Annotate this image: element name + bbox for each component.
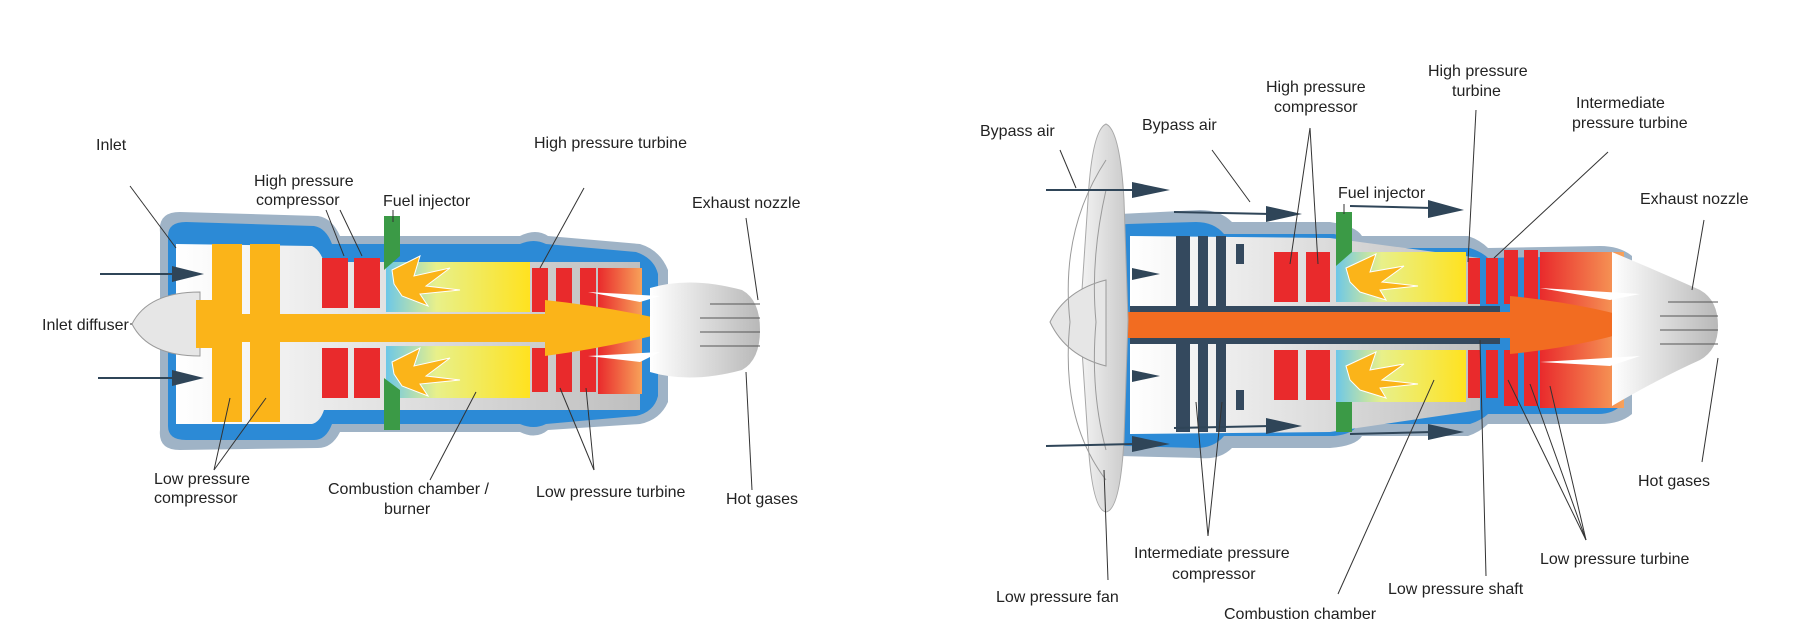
turbojet-engine: Inlet High pressure compressor Fuel inje…: [42, 135, 801, 518]
label-inlet: Inlet: [96, 137, 127, 154]
label-combustion-line1: Combustion chamber /: [328, 481, 490, 498]
turbofan-lp-turbine-2: [1524, 250, 1538, 304]
combustion-chamber-bottom: [386, 346, 530, 398]
turbofan-exhaust-streak-top: [1540, 288, 1640, 300]
inlet-air-arrows: [98, 266, 204, 386]
fuel-injector-top-tip: [384, 256, 400, 270]
fuel-injector-bottom-tip: [384, 378, 400, 390]
turbofan-hp-compressor-1: [1274, 252, 1298, 302]
hp-turbine-rotor: [532, 268, 548, 312]
label-exhaust-nozzle: Exhaust nozzle: [1640, 191, 1749, 208]
label-lp-compressor-line2: compressor: [154, 490, 238, 507]
turbofan-exhaust-cone: [1510, 296, 1652, 354]
fan-spinner: [1049, 279, 1107, 367]
turbojet-leader-lines: [129, 185, 759, 491]
turbofan-hp-turbine-b: [1468, 350, 1480, 398]
label-combustion-line2: burner: [384, 501, 431, 518]
label-inlet-diffuser: Inlet diffuser: [42, 317, 130, 334]
label-hot-gases: Hot gases: [1638, 473, 1710, 490]
lp-turbine-rotor-1: [556, 268, 572, 312]
label-bypass-air-outer: Bypass air: [980, 123, 1055, 140]
label-hp-turbine-line2: turbine: [1452, 83, 1501, 100]
turbofan-hp-turbine: [1468, 258, 1480, 304]
label-ip-turbine-line1: Intermediate: [1576, 95, 1665, 112]
label-lp-compressor-line1: Low pressure: [154, 471, 250, 488]
label-lp-fan: Low pressure fan: [996, 589, 1119, 606]
exhaust-cone: [545, 300, 690, 356]
hp-compressor-stage-2: [354, 258, 380, 308]
turbofan-air-arrows: [1045, 182, 1464, 452]
label-hp-compressor-line2: compressor: [256, 192, 340, 209]
label-lp-shaft: Low pressure shaft: [1388, 581, 1524, 598]
label-fuel-injector: Fuel injector: [383, 193, 471, 210]
low-pressure-shaft: [1108, 312, 1528, 338]
fan-blade-curve-1: [1067, 159, 1107, 323]
label-hp-turbine: High pressure turbine: [534, 135, 687, 152]
turbofan-lp-turbine-2b: [1524, 350, 1538, 406]
fuel-injector-top: [384, 216, 400, 256]
flame-top: [391, 255, 461, 308]
turbofan-ip-turbine-b: [1486, 350, 1498, 398]
label-ip-compressor-line2: compressor: [1172, 566, 1256, 583]
lp-turbine-rotor-2: [580, 268, 596, 312]
turbofan-flame-bottom: [1345, 351, 1419, 399]
turbofan-fuel-injector-top-tip: [1336, 252, 1352, 266]
spinner-hub: [196, 300, 214, 348]
turbofan-exhaust-nozzle: [1612, 252, 1718, 406]
turbofan-fuel-injector-top: [1336, 212, 1352, 252]
hp-compressor-stage-1b: [322, 348, 348, 398]
ip-compressor: [1176, 236, 1244, 432]
exhaust-nozzle: [650, 282, 760, 378]
turbofan-lp-turbine-1: [1504, 250, 1518, 304]
turbofan-engine: Bypass air Bypass air High pressure comp…: [980, 63, 1749, 623]
lp-turbine-rotor-1b: [556, 348, 572, 392]
fan-blade-curve-3: [1093, 189, 1107, 323]
label-lp-turbine: Low pressure turbine: [536, 484, 686, 501]
label-exhaust-nozzle: Exhaust nozzle: [692, 195, 801, 212]
turbojet-shaft: [200, 314, 560, 342]
fan-blade-curve-4: [1093, 321, 1107, 451]
flame-bottom: [391, 347, 461, 398]
ip-shaft-top: [1130, 306, 1500, 312]
turbofan-hp-compressor-2b: [1306, 350, 1330, 400]
exhaust-streak-top: [588, 292, 660, 302]
label-lp-turbine: Low pressure turbine: [1540, 551, 1690, 568]
turbofan-hot-gas-lines: [1660, 301, 1718, 345]
turbofan-ip-turbine: [1486, 258, 1498, 304]
turbofan-hp-compressor-1b: [1274, 350, 1298, 400]
label-combustion-chamber: Combustion chamber: [1224, 606, 1377, 623]
label-hp-turbine-line1: High pressure: [1428, 63, 1528, 80]
label-hp-compressor-line1: High pressure: [254, 173, 354, 190]
label-hp-compressor-line1: High pressure: [1266, 79, 1366, 96]
label-fuel-injector: Fuel injector: [1338, 185, 1426, 202]
hp-compressor-stage-2b: [354, 348, 380, 398]
label-hot-gases: Hot gases: [726, 491, 798, 508]
inlet-diffuser-spinner: [131, 291, 201, 357]
fan-blade-curve-2: [1067, 321, 1107, 481]
exhaust-streak-bottom: [588, 352, 660, 362]
turbofan-exhaust-streak-bottom: [1540, 356, 1640, 366]
label-bypass-air-inner: Bypass air: [1142, 117, 1217, 134]
label-ip-turbine-line2: pressure turbine: [1572, 115, 1688, 132]
hot-gas-lines: [700, 303, 760, 347]
label-hp-compressor-line2: compressor: [1274, 99, 1358, 116]
lp-turbine-rotor-2b: [580, 348, 596, 392]
ip-shaft-bottom: [1130, 338, 1500, 344]
label-ip-compressor-line1: Intermediate pressure: [1134, 545, 1290, 562]
fuel-injector-bottom: [384, 390, 400, 430]
turbofan-fuel-injector-bottom: [1336, 402, 1352, 432]
turbofan-lp-turbine-1b: [1504, 350, 1518, 406]
hp-turbine-rotor-b: [532, 348, 548, 392]
turbofan-flame-top: [1345, 253, 1419, 301]
turbofan-leader-lines: [1059, 109, 1719, 595]
hp-compressor-stage-1: [322, 258, 348, 308]
